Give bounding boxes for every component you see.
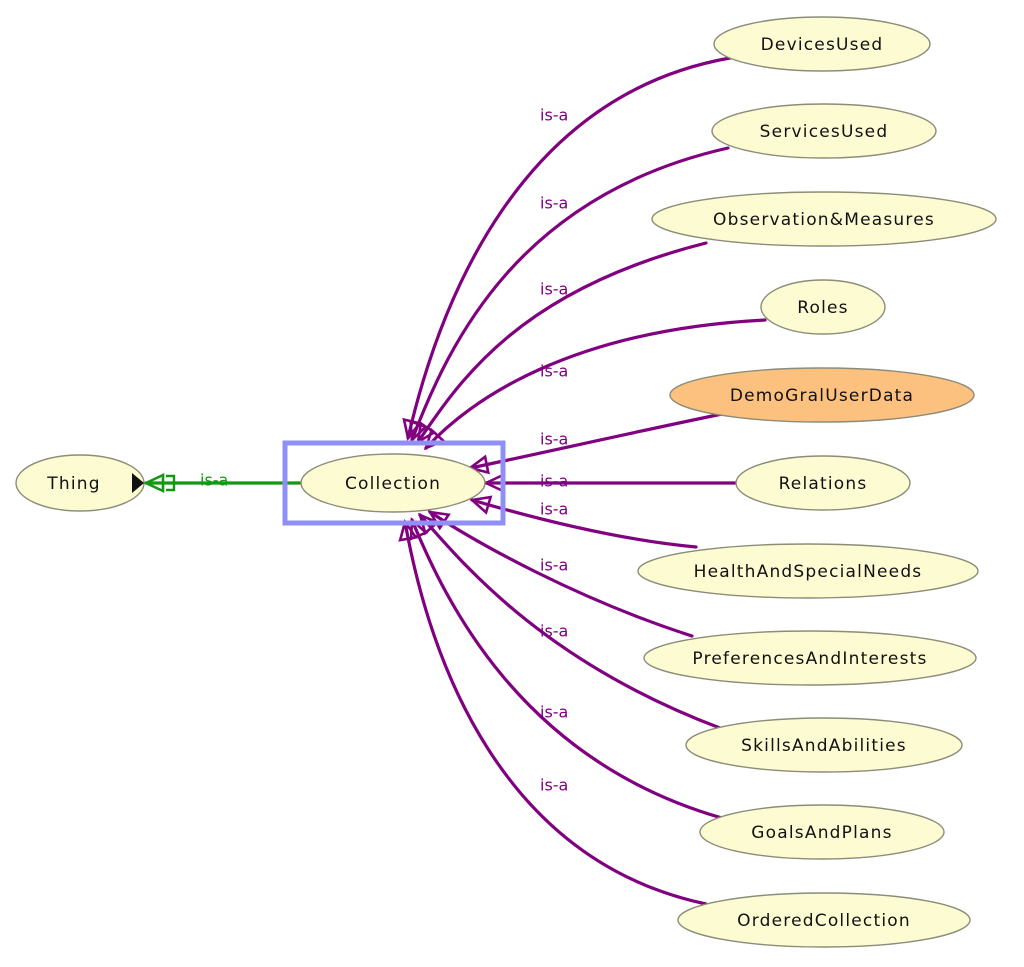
node-skills-and-abilities[interactable]: SkillsAndAbilities <box>685 717 963 773</box>
edge-label: is-a <box>540 280 568 299</box>
node-goals-and-plans[interactable]: GoalsAndPlans <box>699 804 945 860</box>
triangle-right-icon[interactable] <box>132 473 144 493</box>
edge-relations[interactable]: is-a <box>482 472 739 494</box>
node-collection[interactable]: Collection <box>300 453 486 513</box>
node-label: ServicesUsed <box>760 122 889 142</box>
node-devices-used[interactable]: DevicesUsed <box>713 16 931 72</box>
edge-arrowhead <box>469 495 493 515</box>
node-label: Relations <box>779 474 868 494</box>
edge-arrowhead <box>416 421 437 445</box>
node-label: Observation&Measures <box>713 210 935 230</box>
nodes-layer: Thing Collection DevicesUsedServicesUsedOb… <box>15 16 997 948</box>
super-edge-layer: is-a <box>142 471 302 494</box>
edge-line <box>416 241 708 444</box>
node-shape <box>300 453 486 513</box>
edge-collection-thing[interactable]: is-a <box>142 471 302 494</box>
node-shape <box>643 630 977 686</box>
node-label: Roles <box>797 298 849 318</box>
node-health-and-special-needs[interactable]: HealthAndSpecialNeeds <box>637 543 979 599</box>
node-roles[interactable]: Roles <box>760 279 886 335</box>
edge-label: is-a <box>540 622 568 641</box>
edge-line <box>428 510 694 638</box>
edge-skills-and-abilities[interactable]: is-a <box>417 512 722 730</box>
edge-line <box>424 318 767 450</box>
node-shape <box>760 279 886 335</box>
node-shape <box>713 16 931 72</box>
edge-label: is-a <box>540 472 568 491</box>
edge-line <box>418 513 722 730</box>
edge-arrowhead <box>467 454 490 475</box>
node-demo-gral-user-data[interactable]: DemoGralUserData <box>669 367 975 423</box>
node-label: Collection <box>345 474 441 494</box>
node-shape <box>699 804 945 860</box>
edge-label: is-a <box>540 194 568 213</box>
edge-observation-measures[interactable]: is-a <box>416 241 708 445</box>
node-preferences-and-interests[interactable]: PreferencesAndInterests <box>643 630 977 686</box>
edge-devices-used[interactable]: is-a <box>402 56 732 441</box>
selection-box <box>282 440 506 526</box>
node-observation-measures[interactable]: Observation&Measures <box>651 191 997 247</box>
edge-line <box>410 518 724 820</box>
node-label: OrderedCollection <box>737 911 911 931</box>
node-label: PreferencesAndInterests <box>692 649 927 669</box>
node-label: GoalsAndPlans <box>751 823 892 843</box>
node-relations[interactable]: Relations <box>735 455 911 511</box>
node-shape <box>651 191 997 247</box>
edge-ordered-collection[interactable]: is-a <box>398 518 708 906</box>
edge-line <box>470 498 698 549</box>
edge-line <box>410 146 730 442</box>
node-services-used[interactable]: ServicesUsed <box>711 103 937 159</box>
node-shape <box>685 717 963 773</box>
edge-label: is-a <box>540 703 568 722</box>
edge-health-and-special-needs[interactable]: is-a <box>469 495 698 549</box>
node-shape <box>735 455 911 511</box>
edges-layer: is-a is-a is-a is-a is-a is-a is-a is-a is-a is-a… <box>398 56 767 906</box>
node-label: HealthAndSpecialNeeds <box>694 562 923 582</box>
node-label: Thing <box>46 474 100 494</box>
edge-label: is-a <box>200 471 228 490</box>
edge-demo-gral-user-data[interactable]: is-a <box>467 412 724 475</box>
edge-label: is-a <box>540 106 568 125</box>
edge-arrowhead <box>398 518 419 542</box>
node-ordered-collection[interactable]: OrderedCollection <box>677 892 971 948</box>
edge-arrowhead <box>142 472 165 494</box>
edge-label: is-a <box>540 500 568 519</box>
node-shape <box>637 543 979 599</box>
edge-line <box>468 412 724 470</box>
node-label: SkillsAndAbilities <box>741 736 907 756</box>
edge-label: is-a <box>540 362 568 381</box>
node-shape <box>669 367 975 423</box>
edge-label: is-a <box>540 430 568 449</box>
edge-label: is-a <box>540 776 568 795</box>
edge-tick <box>166 474 176 492</box>
node-shape <box>711 103 937 159</box>
edge-label: is-a <box>540 556 568 575</box>
edge-line <box>406 56 732 440</box>
node-shape <box>677 892 971 948</box>
node-label: DevicesUsed <box>761 35 884 55</box>
edge-line <box>403 520 708 906</box>
node-label: DemoGralUserData <box>730 386 914 406</box>
node-thing[interactable]: Thing <box>15 454 145 512</box>
